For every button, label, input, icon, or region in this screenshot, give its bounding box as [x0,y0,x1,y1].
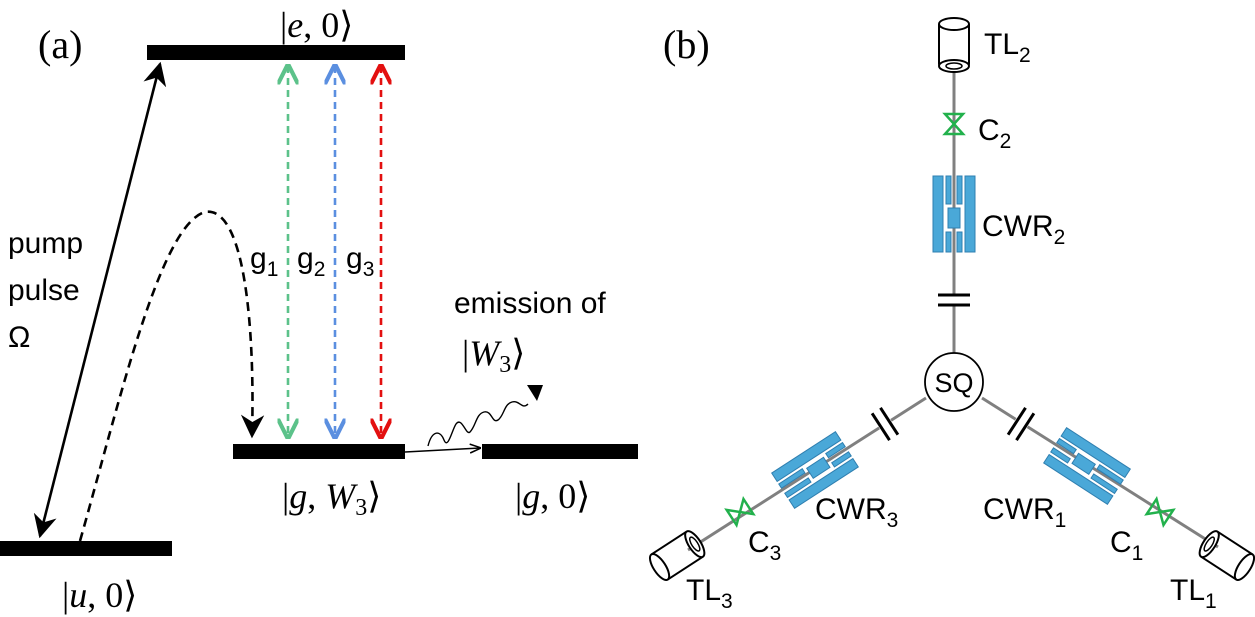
resonator-cwr2-label: CWR2 [982,210,1065,249]
emission-mode-label: |W3⟩ [462,333,525,378]
decay-arrow [404,448,480,452]
panel-a: (a) |e, 0⟩ |g, W3⟩ |g, 0⟩ |u, 0⟩ pump pu… [0,5,638,615]
pump-arrow [33,61,167,539]
photon-arrowhead-icon [527,385,543,401]
tl3-cylinder-icon [648,530,706,581]
squid-label: SQ [934,368,973,398]
tl1-cylinder-icon [1198,530,1255,581]
capacitor-3-icon [870,406,900,442]
photon-wave [427,401,529,447]
coupler-c1-junction-icon [1144,495,1176,529]
pump-label: pump pulse Ω [8,227,91,354]
resonator-cwr3-icon [771,430,859,510]
resonator-cwr1-label: CWR1 [983,493,1066,532]
level-u0-label: |u, 0⟩ [62,575,137,615]
level-e0-label: |e, 0⟩ [280,5,353,45]
emission-label: emission of [454,287,606,320]
level-g0-bar [482,444,638,459]
capacitor-2-icon [938,293,970,307]
level-e0-bar [147,45,405,60]
panel-b-label: (b) [663,22,710,67]
level-gW3-label: |g, W3⟩ [282,476,381,521]
coupler-c1-label: C1 [1110,526,1143,565]
level-u0-bar [0,541,172,556]
capacitor-1-icon [1006,406,1036,442]
coupling-g2-label: g2 [297,242,325,281]
coupler-c3-junction-icon [724,495,756,529]
level-gW3-bar [233,444,405,459]
dark-state-path-arrow [78,210,265,542]
tl3-label: TL3 [686,574,733,613]
resonator-cwr1-icon [1043,426,1131,506]
level-g0-label: |g, 0⟩ [515,476,590,516]
coupler-c2-label: C2 [978,114,1011,153]
resonator-cwr3-label: CWR3 [815,493,898,532]
tl2-cylinder-icon [938,17,970,73]
coupler-c2-junction-icon [942,112,966,136]
resonator-cwr2-icon [932,175,976,253]
coupling-g1-label: g1 [250,242,278,281]
squid-node [924,352,984,412]
tl1-label: TL1 [1170,574,1217,613]
coupler-c3-label: C3 [748,526,781,565]
panel-a-label: (a) [38,22,82,67]
coupling-g3-label: g3 [346,242,374,281]
panel-b: (b) TL2 C2 CWR2 [648,17,1255,613]
tl2-label: TL2 [984,28,1031,67]
